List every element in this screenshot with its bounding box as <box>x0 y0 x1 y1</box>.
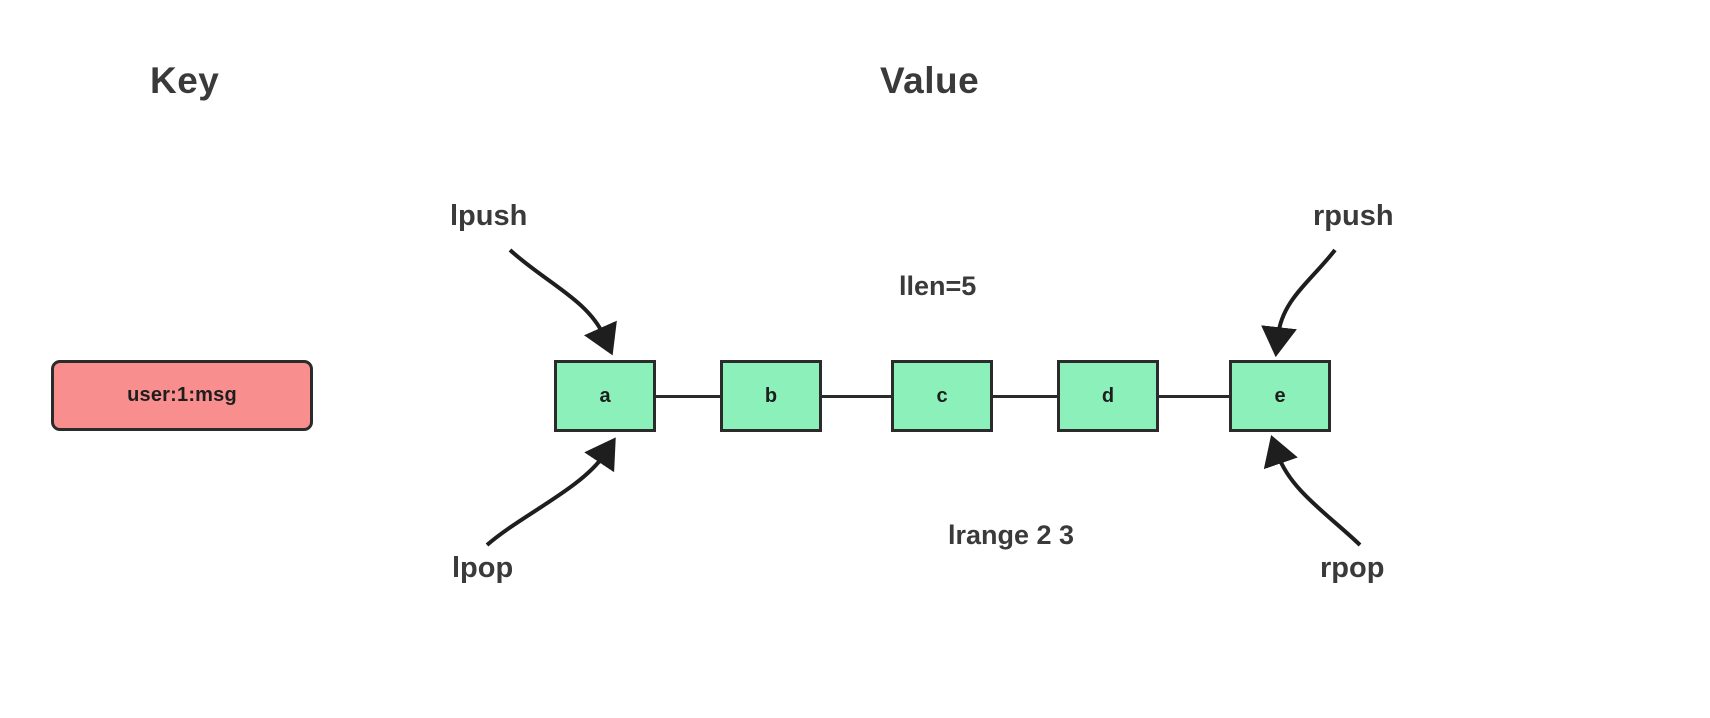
lpop-arrow-icon <box>485 437 616 547</box>
list-node-label: b <box>764 384 778 407</box>
list-link <box>655 395 721 398</box>
operation-label-rpush: rpush <box>1313 200 1394 232</box>
list-link <box>821 395 892 398</box>
list-node: d <box>1057 360 1159 432</box>
list-node: a <box>554 360 656 432</box>
annotation-lrange: lrange 2 3 <box>948 520 1075 550</box>
list-node: e <box>1229 360 1331 432</box>
list-node: c <box>891 360 993 432</box>
rpop-arrow-icon <box>1263 434 1362 547</box>
key-box: user:1:msg <box>51 360 313 431</box>
list-link <box>992 395 1058 398</box>
column-heading-key: Key <box>150 60 220 101</box>
annotation-llen: llen=5 <box>899 271 977 301</box>
list-node-label: a <box>599 384 611 407</box>
rpush-arrow-icon <box>1261 248 1337 358</box>
operation-label-lpop: lpop <box>452 552 514 584</box>
operation-label-rpop: rpop <box>1320 552 1385 584</box>
column-heading-value: Value <box>880 60 980 101</box>
key-box-label: user:1:msg <box>127 384 237 406</box>
list-link <box>1158 395 1230 398</box>
lpush-arrow-icon <box>508 248 617 356</box>
list-node: b <box>720 360 822 432</box>
list-node-label: d <box>1101 384 1115 407</box>
operation-label-lpush: lpush <box>450 200 528 232</box>
list-node-label: c <box>936 384 948 407</box>
list-node-label: e <box>1274 384 1286 407</box>
